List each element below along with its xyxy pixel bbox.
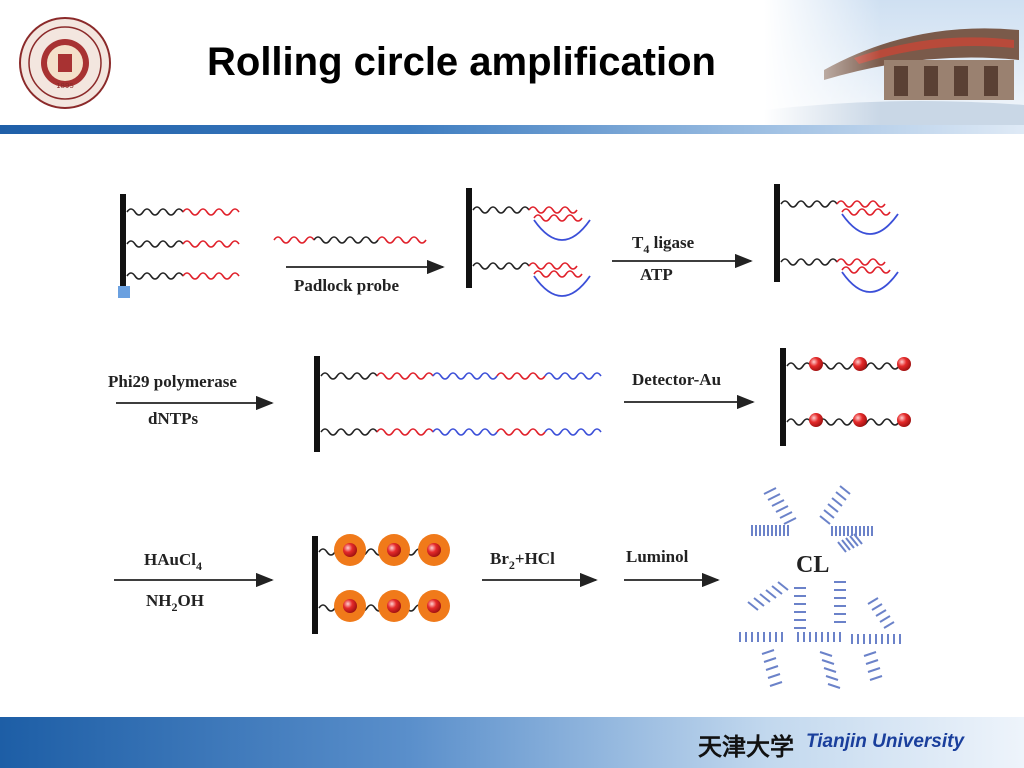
label-haucl4: HAuCl4 [144, 550, 202, 573]
footer-university-name: Tianjin University [806, 731, 965, 752]
label-phi29: Phi29 polymerase [108, 372, 237, 391]
row2-detector-bound [780, 348, 911, 446]
page-title: Rolling circle amplification [207, 40, 716, 84]
university-seal-icon: 1895 [19, 17, 111, 109]
footer-university-cn: 天津大学 [698, 732, 794, 761]
row1-capture-strands [118, 194, 240, 298]
label-nh2oh: NH2OH [146, 591, 204, 614]
slide-footer [0, 717, 1024, 768]
pavilion-roof-photo-icon [764, 0, 1024, 128]
label-detector-au: Detector-Au [632, 370, 721, 389]
row2-amplified [314, 356, 602, 452]
label-padlock-probe: Padlock probe [294, 276, 399, 295]
cl-emission-icon [739, 485, 901, 689]
label-luminol: Luminol [626, 547, 689, 566]
padlock-probe-strand [273, 236, 427, 244]
label-dntps: dNTPs [148, 409, 198, 428]
label-t4-ligase: T4 ligase [632, 233, 695, 256]
row3-gold-enhanced [312, 534, 450, 634]
label-br2-hcl: Br2+HCl [490, 549, 555, 572]
row1-hybridized [466, 188, 591, 297]
slide-header: 1895 Rolling circle amplification [0, 0, 1024, 134]
rca-diagram: Padlock probe T4 ligase ATP Phi29 polyme… [108, 184, 911, 689]
header-divider [0, 125, 1024, 134]
label-cl: CL [796, 552, 829, 578]
svg-text:1895: 1895 [56, 82, 74, 90]
row1-ligated [774, 184, 899, 293]
label-atp: ATP [640, 265, 673, 284]
